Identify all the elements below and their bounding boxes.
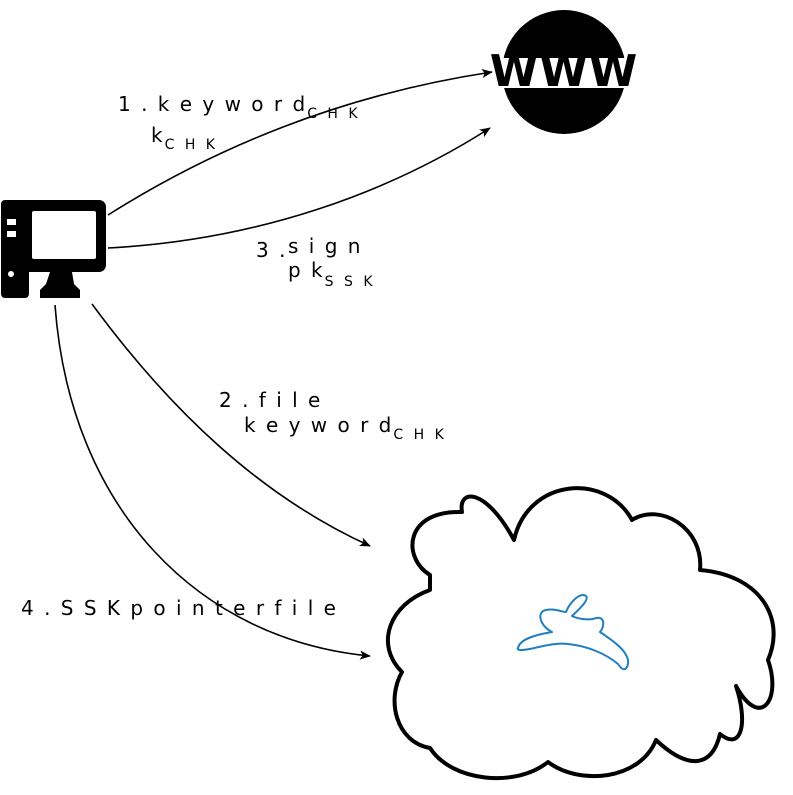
edge-1-keyword-sub: C H K [307,106,360,122]
edge-2-label: 2 . f i l e k e y w o r dC H K [219,388,447,443]
edge-1-prefix: 1 . [118,92,158,116]
desktop-computer-icon [1,200,106,298]
svg-text:1 . k e y w o r dC H K: 1 . k e y w o r dC H K [118,92,361,122]
edge-1-label: 1 . k e y w o r dC H K kC H K [118,92,361,153]
edge-1-arrow [107,68,493,216]
edge-2-file: 2 . f i l e [219,388,322,412]
edge-1-key: k [151,123,165,147]
edge-1-key-sub: C H K [165,137,218,153]
cloud-storage-icon [385,486,776,781]
edge-2-keyword: k e y w o r d [244,413,393,437]
www-globe-icon: WWW [490,10,639,134]
www-label: WWW [490,46,639,97]
edge-2-arrow [91,303,371,547]
svg-text:p kS S K: p kS S K [288,258,376,290]
edge-3-sign: s i g n [288,234,362,258]
edge-1-keyword: k e y w o r d [158,92,307,116]
edge-3-pk-sub: S S K [325,274,376,290]
hare-logo-icon [516,594,630,671]
edge-3-pk: p k [288,258,325,282]
edge-3-prefix: 3 . [256,238,287,262]
edge-2-keyword-sub: C H K [393,427,446,443]
svg-text:kC H K: kC H K [151,123,218,153]
edge-3-label: 3 . s i g n p kS S K [256,234,376,290]
edge-3-arrow [107,127,491,249]
edge-4-label: 4 . S S K p o i n t e r f i l e [21,596,338,620]
svg-text:k e y w o r dC H K: k e y w o r dC H K [244,413,447,443]
edge-4-arrow [54,304,371,660]
